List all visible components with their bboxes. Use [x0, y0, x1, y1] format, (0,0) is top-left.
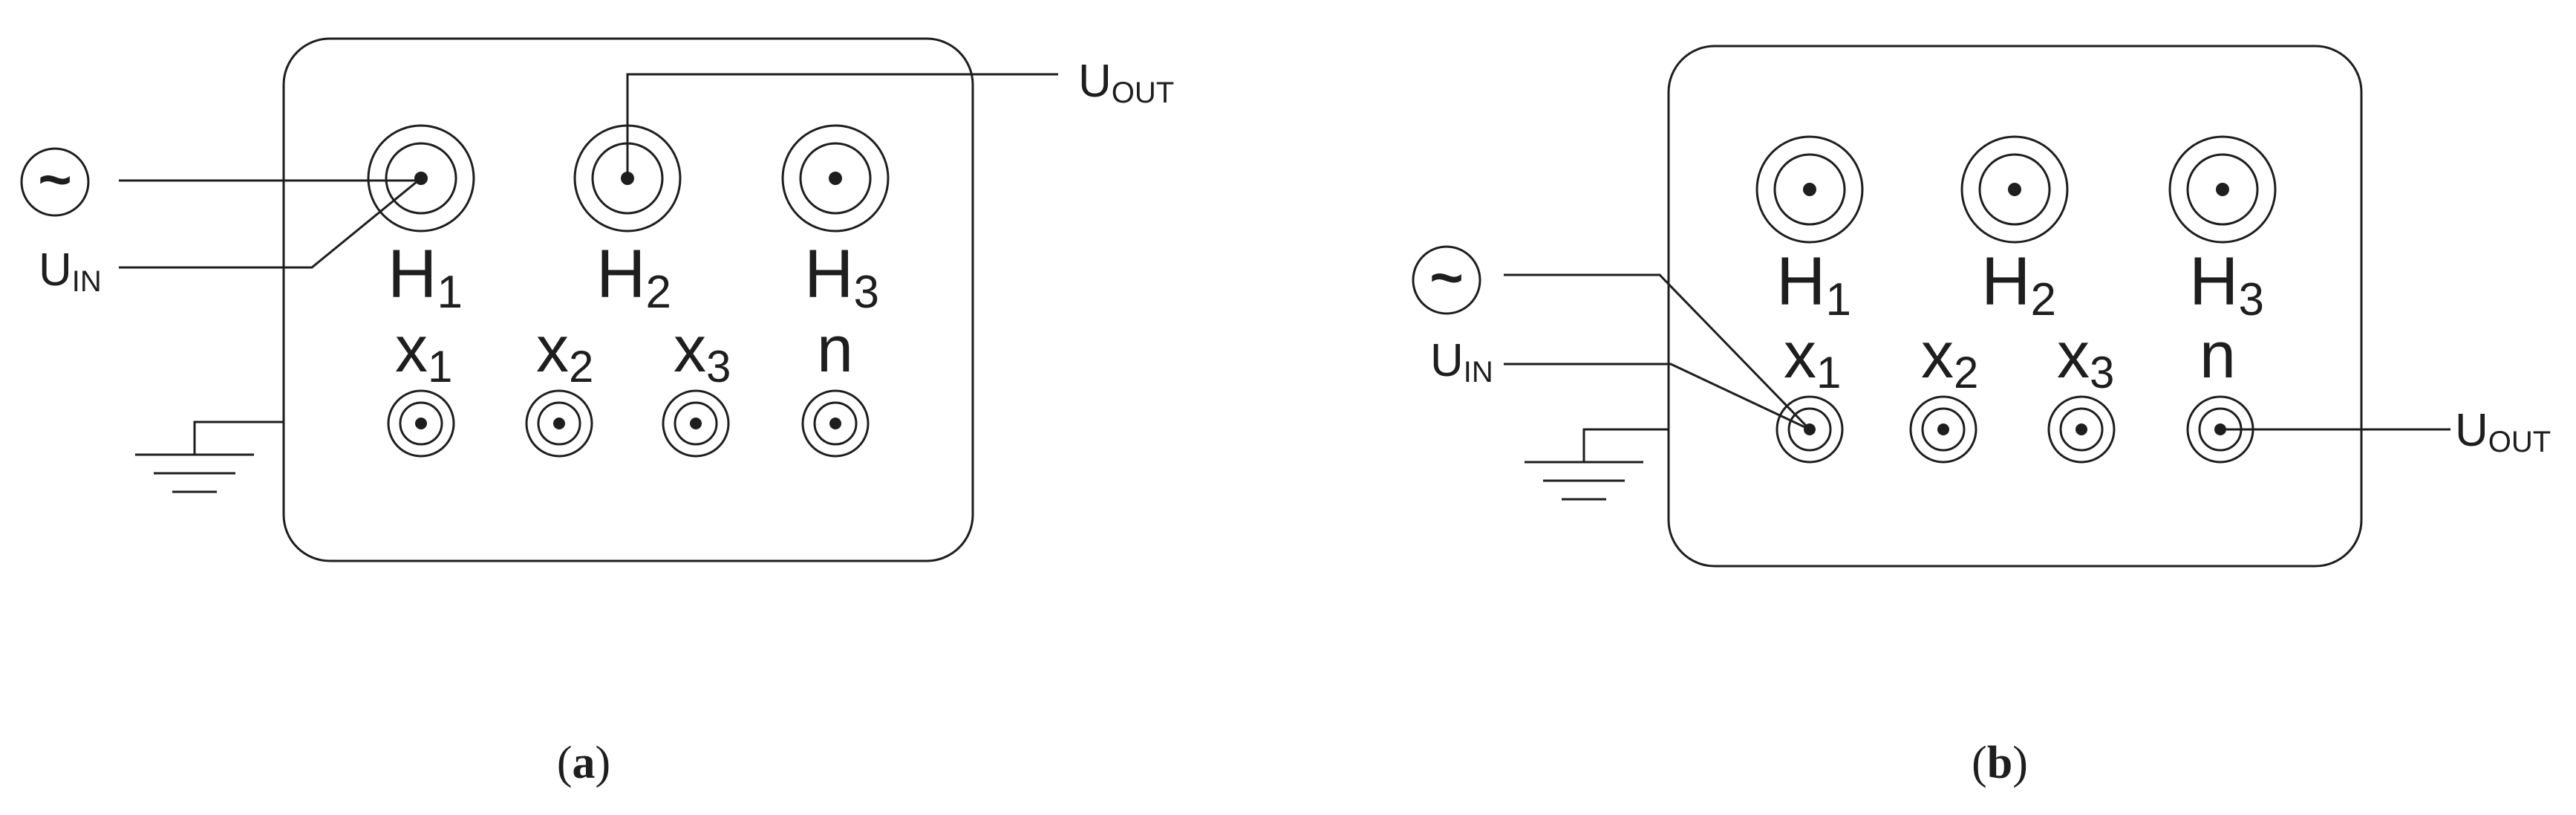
panel-b-input-wire — [1504, 363, 1810, 431]
panel-a — [20, 37, 1058, 562]
panel-b-hv-bushing-2 — [1960, 135, 2069, 244]
panel-a-lv-bushing-3 — [662, 389, 730, 458]
panel-b-lv-bushing-2 — [1909, 395, 1977, 464]
panel-a-hv-label-3: H3 — [804, 236, 879, 318]
panel-b-lv-bushing-3 — [2047, 395, 2116, 464]
panel-a-input-wire — [119, 177, 422, 269]
panel-b-hv-bushing-1 — [1755, 135, 1864, 244]
panel-a-lv-bushing-2 — [525, 389, 593, 458]
panel-b-ac-source-icon — [1412, 245, 1481, 315]
panel-b-hv-label-2: H2 — [1981, 244, 2056, 325]
panel-b-lv-label-2: x2 — [1921, 318, 1978, 397]
panel-a-input-label: UIN — [39, 244, 102, 298]
panel-a-lv-label-3: x3 — [674, 312, 731, 392]
panel-b-hv-label-3: H3 — [2189, 244, 2264, 325]
panel-a-output-label: UOUT — [1078, 56, 1174, 109]
panel-b-lv-label-3: x3 — [2057, 318, 2114, 397]
panel-b — [1412, 45, 2451, 568]
panel-a-lv-label-2: x2 — [536, 312, 593, 392]
panel-b-transformer-box — [1667, 45, 2363, 568]
panel-b-hv-bushing-3 — [2168, 135, 2277, 244]
panel-a-lv-label-n: n — [817, 312, 853, 386]
panel-b-hv-label-1: H1 — [1776, 244, 1851, 325]
panel-a-hv-label-1: H1 — [388, 236, 463, 318]
panel-b-caption: (b) — [1972, 738, 2028, 788]
panel-b-output-label: UOUT — [2455, 405, 2551, 458]
panel-a-ac-source-icon — [20, 147, 90, 217]
panel-b-lv-label-1: x1 — [1784, 318, 1841, 397]
panel-b-ground-icon — [1525, 428, 1669, 501]
panel-a-hv-bushing-3 — [781, 124, 890, 233]
panel-b-input-label: UIN — [1430, 335, 1493, 389]
panel-b-ac-source-symbol: ~ — [1429, 244, 1464, 310]
panel-a-ac-source-symbol: ~ — [38, 146, 72, 212]
panel-a-lv-label-1: x1 — [395, 312, 452, 392]
panel-a-lv-bushing-1 — [387, 389, 455, 458]
panel-a-transformer-box — [282, 37, 974, 562]
panel-a-hv-label-2: H2 — [596, 236, 671, 318]
panel-a-output-wire — [626, 73, 1058, 178]
panel-b-source-wire — [1504, 273, 1811, 431]
panel-a-caption: (a) — [557, 738, 610, 788]
panel-a-lv-bushing-n — [801, 389, 870, 458]
panel-a-ground-icon — [135, 421, 284, 493]
panel-b-lv-label-n: n — [2200, 318, 2236, 392]
